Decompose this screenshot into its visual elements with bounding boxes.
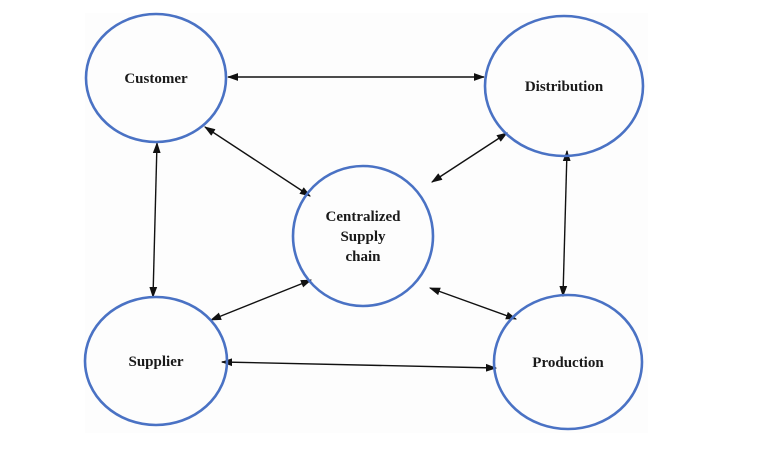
node-label-supplier: Supplier <box>128 354 183 370</box>
node-distribution: Distribution <box>483 14 645 158</box>
edges <box>149 73 571 372</box>
edge-customer-supplier <box>149 141 161 299</box>
node-label-distribution: Distribution <box>525 79 604 95</box>
node-label-centralized: Supply <box>340 229 386 245</box>
edge-customer-centralized <box>204 126 311 197</box>
edge-supplier-production <box>220 358 498 372</box>
edge-centralized-production <box>428 287 518 320</box>
node-circle-distribution <box>483 14 645 158</box>
node-label-customer: Customer <box>124 71 188 87</box>
node-label-centralized: Centralized <box>326 209 402 225</box>
node-label-centralized: chain <box>345 249 381 265</box>
edge-distribution-production <box>559 149 571 298</box>
edge-distribution-centralized <box>431 132 508 183</box>
node-production: Production <box>492 293 644 431</box>
edge-centralized-supplier <box>209 279 313 321</box>
node-supplier: Supplier <box>83 295 229 427</box>
node-circle-centralized <box>291 164 435 308</box>
node-circle-supplier <box>83 295 229 427</box>
node-circle-production <box>492 293 644 431</box>
node-customer: Customer <box>84 12 228 144</box>
node-circle-customer <box>84 12 228 144</box>
node-label-production: Production <box>532 355 604 371</box>
